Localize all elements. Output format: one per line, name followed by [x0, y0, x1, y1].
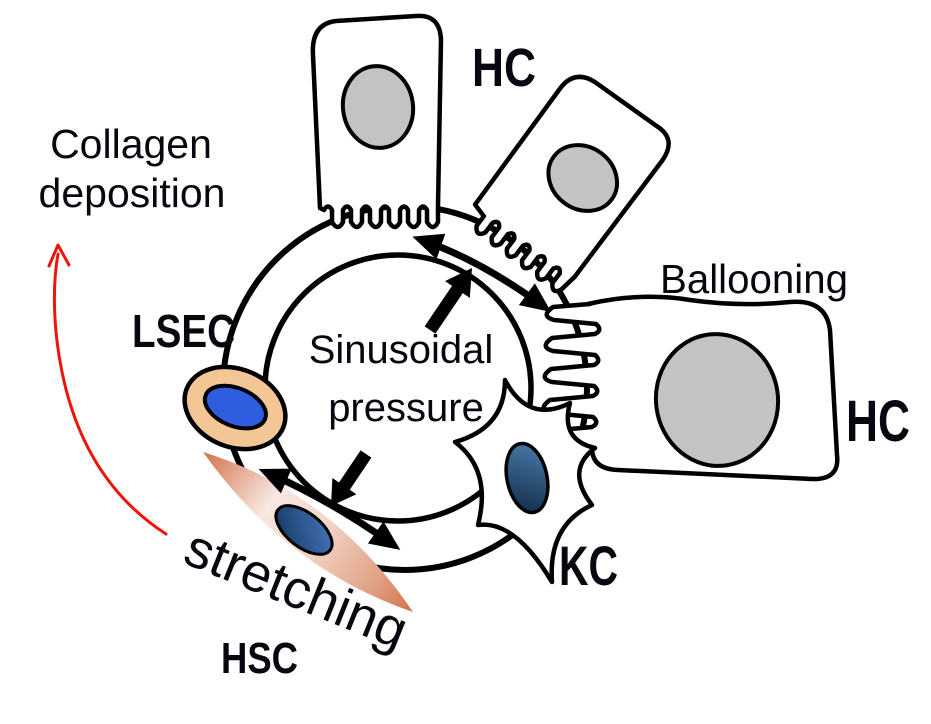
kupffer-cell [452, 377, 598, 585]
sinusoidal-pressure-label-line2: pressure [328, 386, 484, 430]
pressure-arrow-up-right [424, 268, 472, 334]
hepatocyte-top-right [472, 74, 671, 294]
endothelial-cell-nucleus [202, 383, 268, 431]
lsec-label: LSEC [132, 305, 235, 357]
kupffer-cell-nucleus [504, 441, 550, 515]
collagen-deposition-label-line2: deposition [39, 170, 226, 216]
double-arrow-bottom [258, 468, 401, 550]
double-arrow-top [412, 233, 552, 312]
pressure-arrow-down-left [331, 450, 372, 506]
endothelial-cell [182, 364, 288, 452]
sinusoidal-pressure-label-line1: Sinusoidal [309, 328, 494, 372]
collagen-arrow [47, 243, 168, 536]
collagen-arrow-curve [52, 252, 168, 536]
hepatocyte-ballooned [540, 294, 840, 482]
hepatocyte-ballooned-nucleus [653, 332, 781, 468]
kc-label: KC [559, 534, 618, 597]
ballooning-label: Ballooning [660, 256, 848, 302]
hepatocyte-top [310, 13, 444, 230]
hepatocyte-top-right-nucleus [546, 143, 620, 213]
hsc-label: HSC [221, 634, 298, 683]
collagen-arrow-head [47, 243, 71, 268]
hc-right-label: HC [846, 389, 910, 454]
hc-top-label: HC [472, 38, 536, 98]
collagen-deposition-label-line1: Collagen [50, 121, 212, 167]
hepatocyte-top-nucleus [340, 64, 416, 150]
